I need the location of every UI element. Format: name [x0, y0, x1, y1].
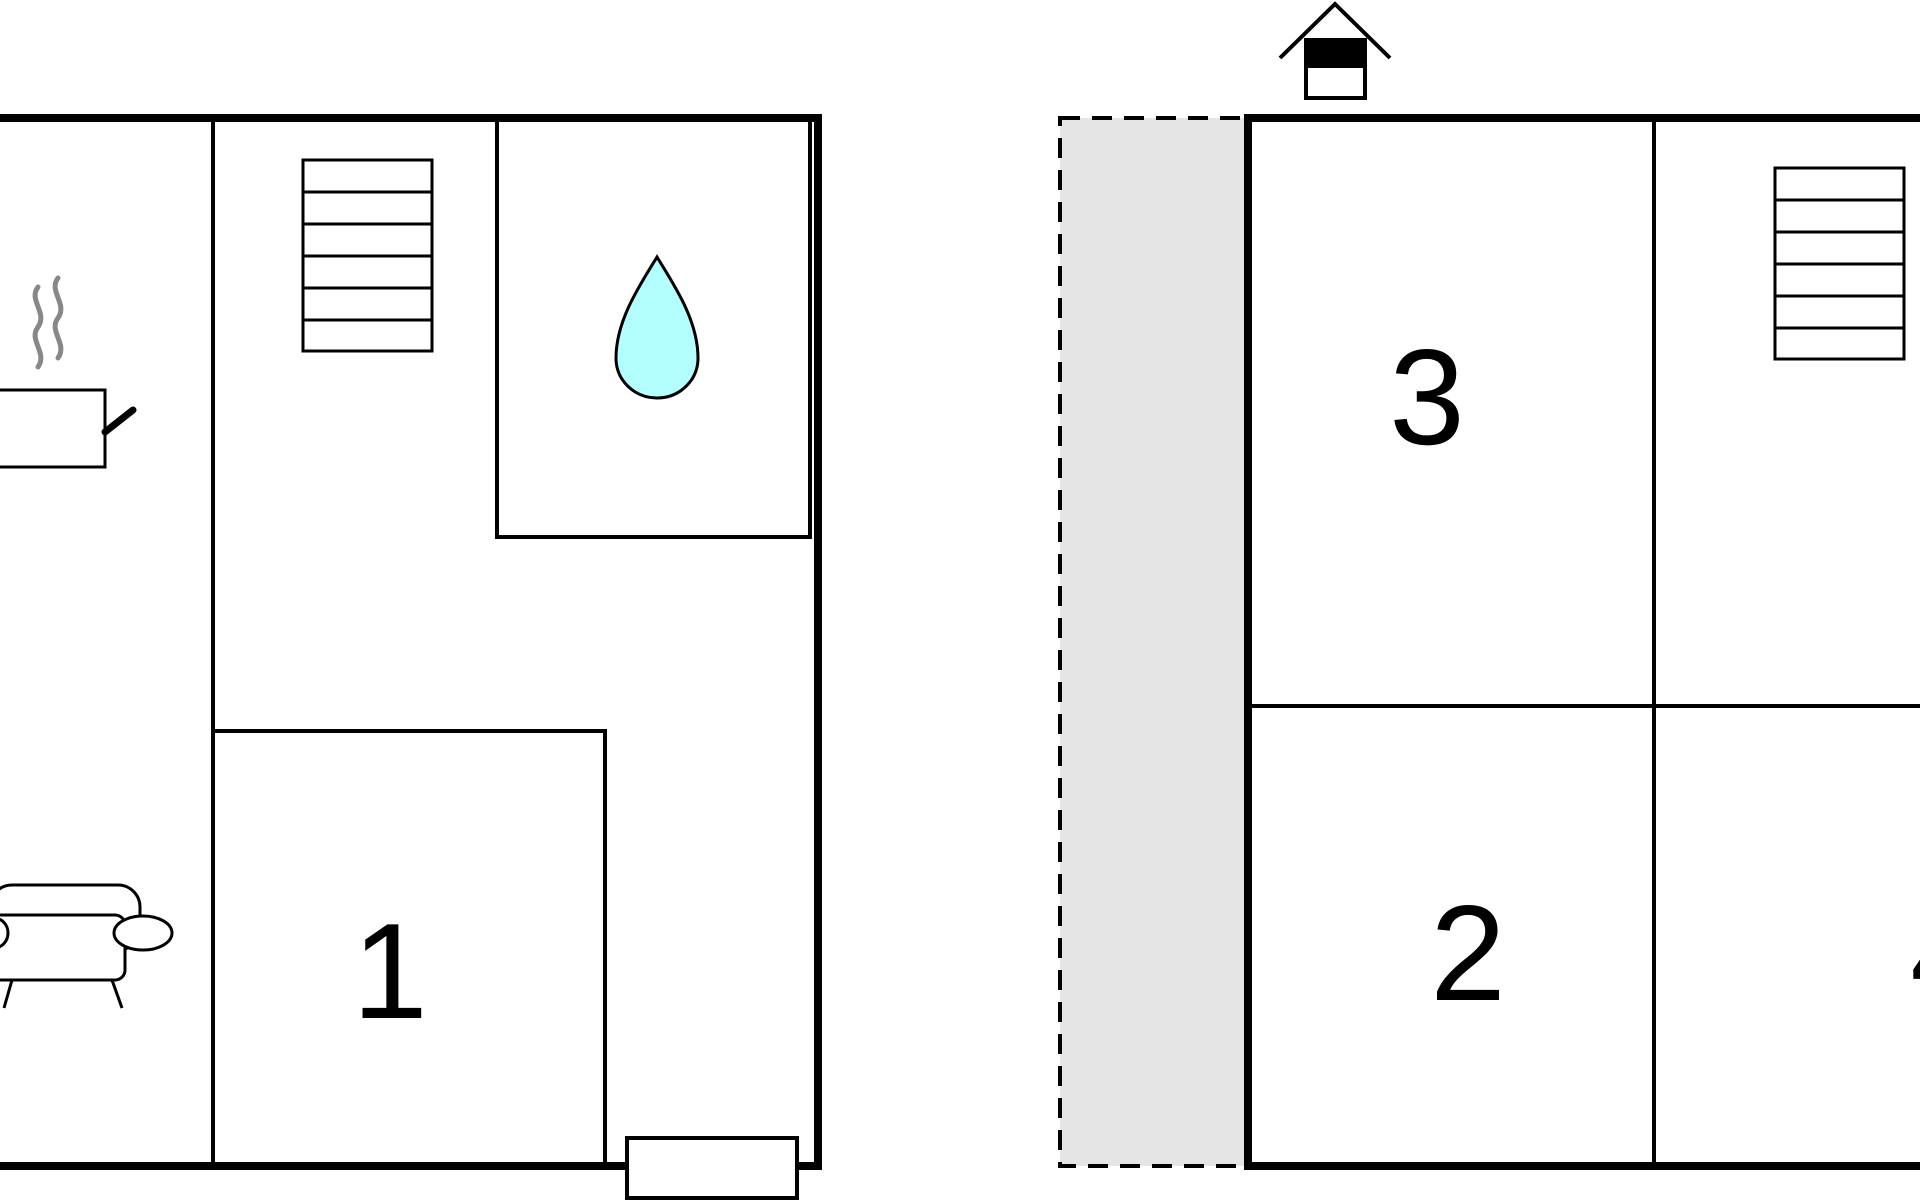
stairs-upper — [1773, 166, 1906, 361]
house-entrance-icon — [1278, 1, 1392, 100]
room-number-1: 1 — [352, 895, 428, 1047]
bedroom-1-wall — [213, 729, 607, 1166]
balcony-area — [1058, 116, 1250, 1168]
upper-floor-outer-wall — [1244, 114, 1920, 1170]
upper-floor: 3 2 4 — [1058, 1, 1920, 1170]
room-number-4: 4 — [1910, 877, 1920, 1029]
water-drop-icon — [614, 254, 700, 400]
bathroom-room — [495, 116, 812, 539]
stairs-ground — [301, 158, 434, 353]
kitchen-pot-icon — [0, 275, 137, 469]
ground-floor-outer-wall — [0, 114, 822, 1170]
room-number-2: 2 — [1430, 877, 1506, 1029]
sofa-icon — [0, 883, 174, 1009]
front-door-step — [625, 1136, 799, 1200]
room-number-3: 3 — [1389, 321, 1465, 473]
ground-floor: 1 — [0, 114, 822, 1200]
